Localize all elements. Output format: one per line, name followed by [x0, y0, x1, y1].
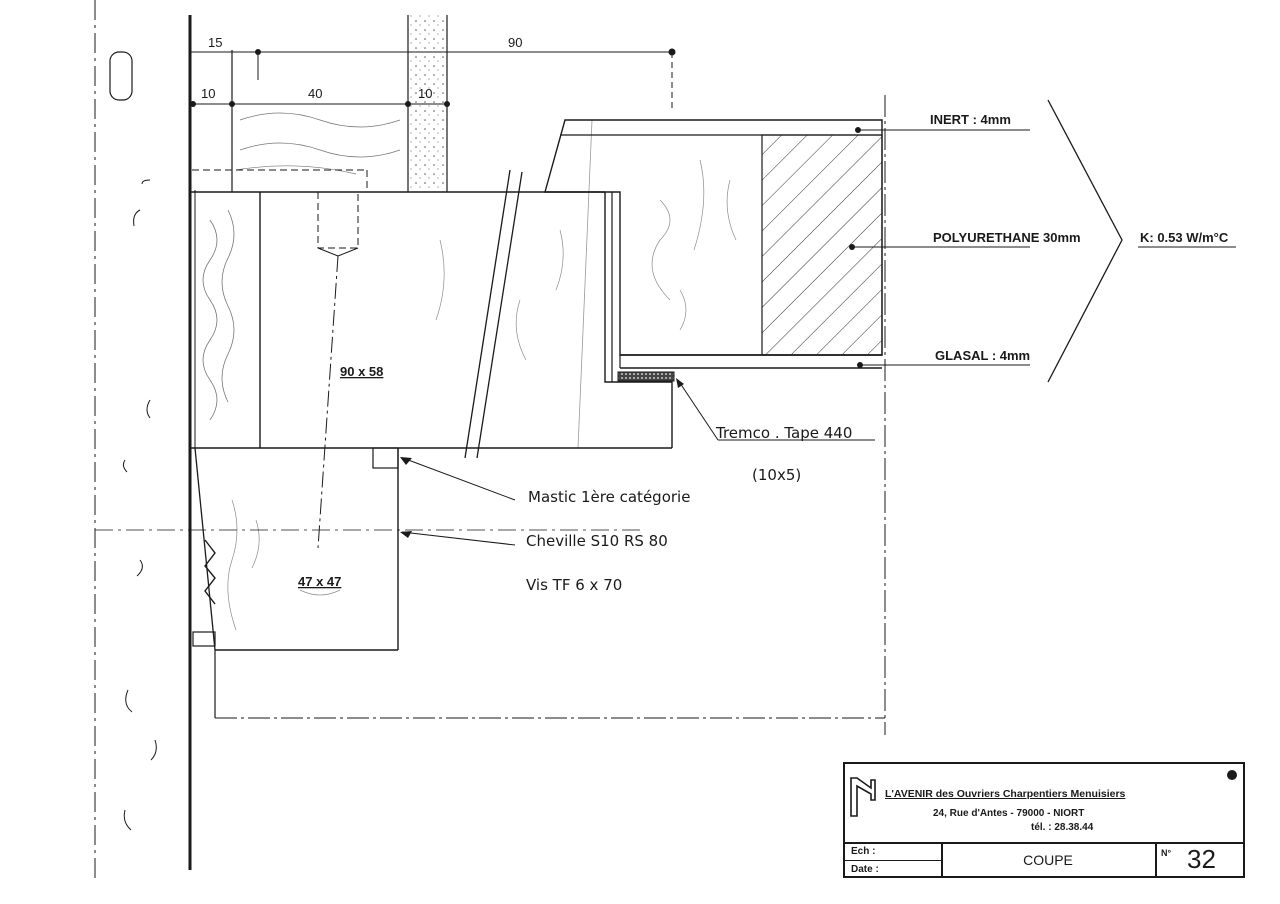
layer-leaders: [849, 99, 1236, 383]
date-label: Date :: [851, 864, 879, 875]
title-block-divider: [941, 842, 943, 878]
title-block-header: L'AVENIR des Ouvriers Charpentiers Menui…: [845, 764, 1243, 844]
dim-15: 15: [208, 35, 222, 50]
tremco-size-label: (10x5): [752, 466, 801, 484]
tremco-label: Tremco . Tape 440: [715, 424, 852, 442]
sandwich-panel: [544, 119, 883, 449]
vis-label: Vis TF 6 x 70: [526, 576, 622, 594]
k-value-label: K: 0.53 W/m°C: [1140, 230, 1229, 245]
rail-size-label: 90 x 58: [340, 364, 383, 379]
dimension-lines: [190, 48, 676, 112]
scale-label: Ech :: [851, 846, 876, 857]
glasal-label: GLASAL : 4mm: [935, 348, 1030, 363]
dim-10-right: 10: [418, 86, 432, 101]
cheville-label: Cheville S10 RS 80: [526, 532, 668, 550]
wall: [109, 15, 216, 870]
stop-size-label: 47 x 47: [298, 574, 341, 589]
lower-stop: [194, 447, 885, 719]
drawing-number-label: N°: [1161, 848, 1172, 858]
dim-10-left: 10: [201, 86, 215, 101]
dim-90: 90: [508, 35, 522, 50]
title-block-divider: [845, 860, 941, 861]
drawing-title: COUPE: [1023, 852, 1073, 868]
company-phone: tél. : 28.38.44: [1031, 822, 1094, 833]
title-block: L'AVENIR des Ouvriers Charpentiers Menui…: [843, 762, 1245, 878]
mastic-label: Mastic 1ère catégorie: [528, 488, 690, 506]
drawing-number: 32: [1187, 844, 1216, 874]
company-name: L'AVENIR des Ouvriers Charpentiers Menui…: [885, 788, 1126, 800]
punch-hole-icon: [1227, 770, 1237, 780]
title-block-divider: [1155, 842, 1157, 878]
inert-label: INERT : 4mm: [930, 112, 1011, 127]
panel-section-line: [464, 169, 523, 459]
main-rail: [190, 191, 673, 549]
dim-40: 40: [308, 86, 322, 101]
polyurethane-label: POLYURETHANE 30mm: [933, 230, 1081, 245]
company-address: 24, Rue d'Antes - 79000 - NIORT: [933, 808, 1085, 819]
annotation-leaders: [400, 378, 875, 546]
company-logo-icon: [850, 777, 876, 817]
